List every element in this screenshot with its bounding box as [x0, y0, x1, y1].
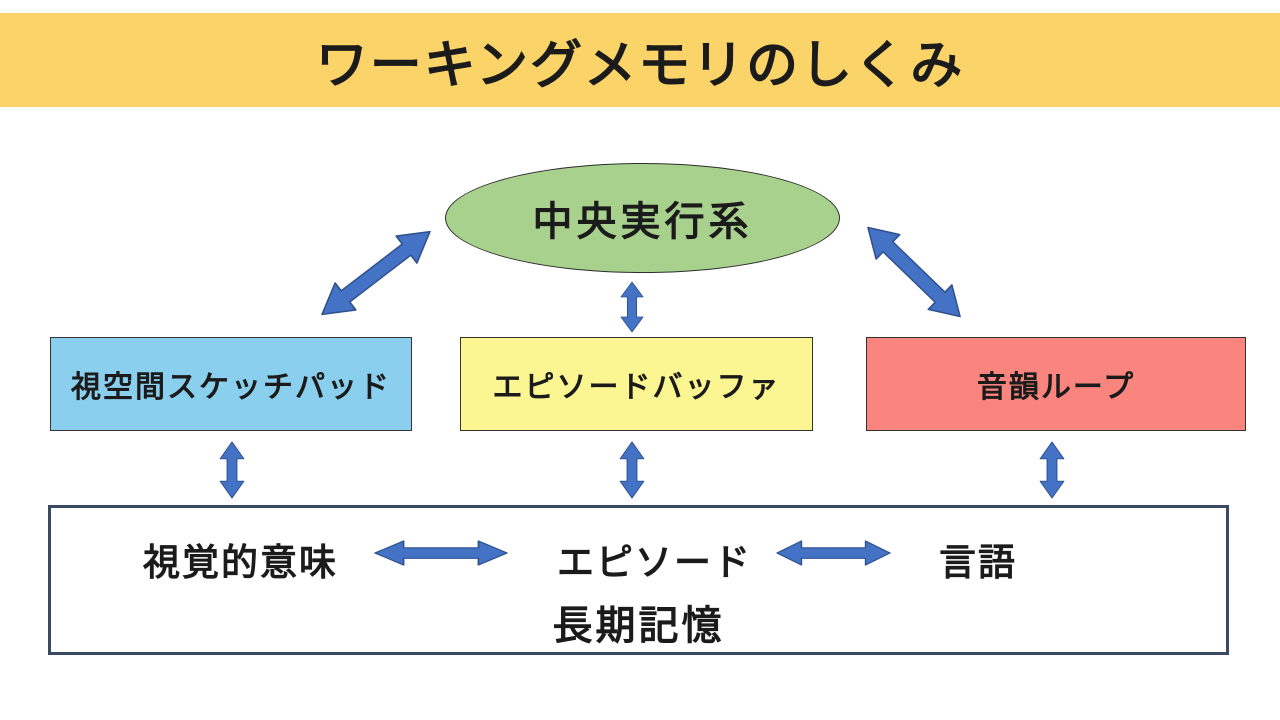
page-title: ワーキングメモリのしくみ	[315, 35, 965, 96]
node-central-executive: 中央実行系	[445, 163, 840, 273]
visuospatial-sketchpad-label: 視空間スケッチパッド	[71, 370, 391, 405]
double-arrow-icon-central-episodic	[619, 281, 645, 333]
node-long-term-memory: 視覚的意味 エピソード 言語 長期記憶	[48, 505, 1229, 655]
long-term-memory-label: 長期記憶	[552, 603, 725, 649]
node-episodic-buffer: エピソードバッファ	[460, 337, 813, 431]
central-executive-label: 中央実行系	[532, 199, 753, 245]
phonological-loop-label: 音韻ループ	[976, 370, 1136, 405]
node-visuospatial-sketchpad: 視空間スケッチパッド	[50, 337, 412, 431]
title-banner: ワーキングメモリのしくみ	[0, 13, 1280, 107]
ltm-item-language: 言語	[939, 541, 1017, 584]
double-arrow-icon-visual-episode	[374, 538, 508, 568]
double-arrow-icon-central-visuospatial	[310, 216, 442, 331]
double-arrow-icon-episodic-ltm	[618, 441, 646, 499]
ltm-item-episode: エピソード	[557, 541, 752, 584]
node-phonological-loop: 音韻ループ	[866, 337, 1246, 431]
double-arrow-icon-visuospatial-ltm	[218, 441, 246, 499]
double-arrow-icon-phonological-ltm	[1038, 441, 1066, 499]
double-arrow-icon-central-phonological	[854, 213, 974, 331]
double-arrow-icon-episode-language	[776, 538, 891, 568]
episodic-buffer-label: エピソードバッファ	[492, 370, 781, 405]
ltm-item-visual-semantics: 視覚的意味	[143, 541, 338, 584]
